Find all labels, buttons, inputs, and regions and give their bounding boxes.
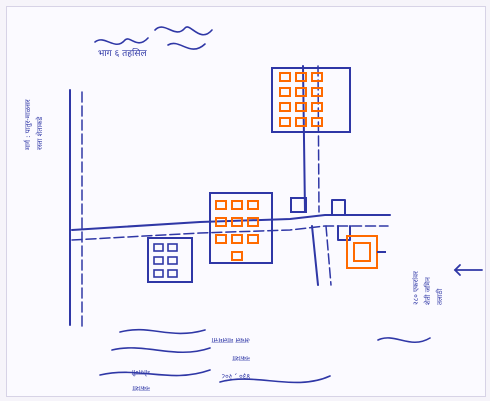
- block-top: [271, 67, 351, 133]
- road-vertical-top: [302, 65, 306, 213]
- house-right-single: [353, 242, 371, 262]
- block-left-small: [147, 237, 193, 283]
- scribble-top-left: [94, 37, 149, 46]
- label-bottom-center-3: ४३० , २०८: [221, 372, 250, 380]
- road-down-branch-edge: [325, 225, 332, 286]
- label-bottom-right-3: तलाठी: [435, 288, 444, 305]
- label-top-signature: भाग ६ तहसिल: [98, 47, 147, 59]
- paper-sheet: [6, 6, 486, 397]
- houses: [153, 72, 371, 278]
- label-rotated-left-2: रस्ता शेताकडे: [35, 116, 44, 150]
- label-rotated-left-1: मार्ग : पातुर-माळसर: [23, 99, 32, 150]
- scribble-bottom-3: [99, 369, 211, 377]
- label-bottom-center-1: अचल मालमत्ता: [211, 336, 250, 344]
- block-right: [346, 235, 378, 269]
- blocks: [147, 67, 386, 283]
- road-horizontal: [71, 214, 391, 231]
- houses-left-small-block: [153, 243, 178, 278]
- scribble-top-mid: [154, 26, 213, 36]
- road-horizontal-edge: [71, 225, 389, 241]
- scribble-top-mid-2: [167, 42, 206, 50]
- label-left-rotated: मार्ग : पातुर-माळसर रस्ता शेताकडे: [23, 99, 44, 150]
- road-down-branch: [311, 225, 319, 286]
- label-right-rotated: २८० एकरांवर शेती जमिन तलाठी: [412, 271, 444, 305]
- label-bottom-right-1: २८० एकरांवर: [412, 271, 420, 305]
- label-bottom-right-2: शेती जमिन: [423, 277, 432, 305]
- north-arrow: [453, 264, 483, 276]
- handwriting: [94, 26, 431, 384]
- houses-top-block: [279, 72, 323, 127]
- houses-mid-block: [215, 200, 259, 261]
- scribble-bottom-right: [377, 337, 431, 343]
- label-bottom-center-2: नकाशा: [232, 354, 250, 362]
- road-connector-2: [337, 225, 351, 241]
- scribble-bottom-1: [119, 328, 206, 335]
- road-vertical-top-edge: [317, 65, 320, 213]
- road-network: [69, 65, 391, 328]
- block-mid: [209, 192, 273, 264]
- block-shed: [290, 197, 307, 213]
- road-connector: [331, 199, 346, 215]
- label-bottom-left-2: मोजणी: [132, 368, 150, 377]
- scribble-bottom-4: [219, 375, 331, 384]
- scribble-bottom-2: [111, 347, 211, 354]
- label-bottom-left-1: नकाशा: [132, 384, 150, 392]
